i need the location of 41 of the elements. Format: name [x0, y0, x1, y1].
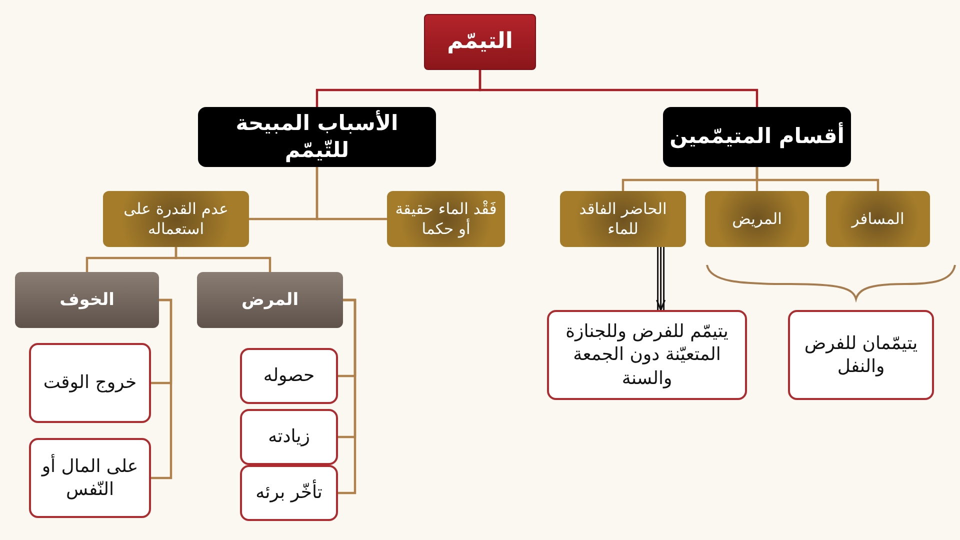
box-label: حصوله [263, 364, 315, 388]
leaf-box [29, 343, 151, 423]
title-box [424, 14, 536, 70]
branch-box [387, 191, 505, 247]
box-label: المرض [241, 288, 299, 312]
connector-line [249, 167, 318, 220]
connector-line [86, 247, 178, 272]
box-label: المريض [732, 208, 782, 230]
box-label: على المال أو النّفس [40, 454, 140, 502]
box-label: يتيمّم للفرض وللجنازة المتعيّنة دون الجمعة والسنة [564, 320, 730, 390]
branch-box [103, 191, 249, 247]
branch-box [705, 191, 809, 247]
subbranch-box [197, 272, 343, 328]
leaf-box [547, 310, 747, 400]
leaf-box [240, 409, 338, 465]
box-label: الحاضر الفاقد للماء [578, 198, 668, 240]
category-box [198, 107, 436, 167]
connector-line [622, 167, 758, 191]
box-label: المسافر [852, 208, 904, 230]
box-label: يتيمّمان للفرض والنفل [803, 332, 919, 378]
arrow [656, 246, 666, 311]
leaf-box [29, 438, 151, 518]
connector-line [338, 298, 356, 494]
box-label: عدم القدرة على استعماله [122, 198, 230, 240]
leaf-box [788, 310, 934, 400]
connector-line [151, 298, 172, 480]
branch-box [560, 191, 686, 247]
category-box [663, 107, 851, 167]
box-label: الأسباب المبيحة للتّيمّم [234, 110, 400, 164]
box-label: التيمّم [447, 28, 513, 56]
box-label: الخوف [60, 288, 114, 312]
subbranch-box [15, 272, 159, 328]
box-label: فَقْد الماء حقيقة أو حكما [394, 198, 498, 240]
box-label: خروج الوقت [43, 371, 137, 395]
box-label: زيادته [268, 425, 310, 449]
connector-line [316, 70, 482, 107]
box-label: تأخّر برئه [256, 481, 322, 505]
branch-box [826, 191, 930, 247]
leaf-box [240, 465, 338, 521]
leaf-box [240, 348, 338, 404]
box-label: أقسام المتيمّمين [670, 123, 844, 150]
